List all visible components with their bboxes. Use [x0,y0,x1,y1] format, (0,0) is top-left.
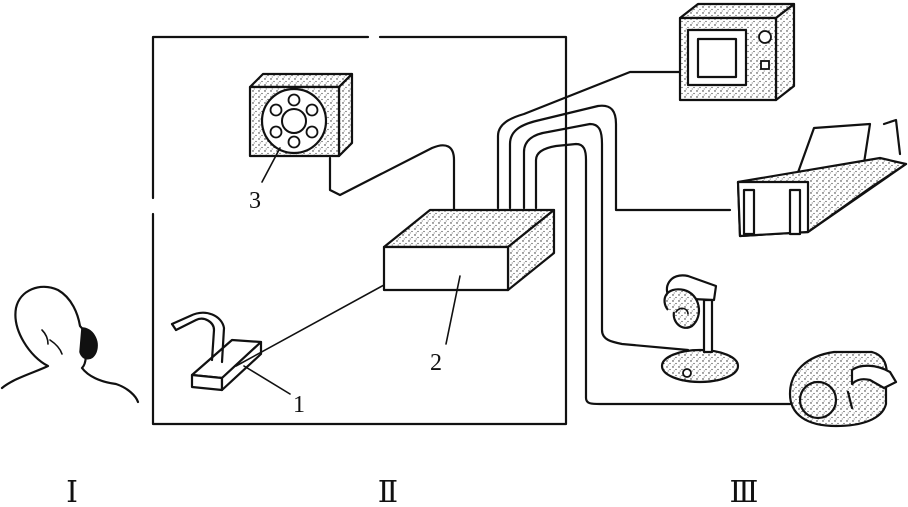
person-head-icon [0,285,140,404]
zone-1-label: Ⅰ [66,476,78,507]
tape-reel-icon [248,72,354,158]
monitor-icon [678,2,796,102]
desk-lamp-icon [660,274,740,384]
printer-icon [736,118,908,238]
label-part-2: 2 [430,350,442,376]
processing-box-icon [382,208,556,292]
reel-holes [269,93,319,149]
zone-2-label: Ⅱ [378,476,398,507]
label-part-3: 3 [249,188,261,214]
label-part-1: 1 [293,392,305,418]
microphone-icon [170,311,263,392]
zone-3-label: Ⅲ [730,476,759,507]
telephone-icon [788,350,898,428]
connection-wires [235,70,792,406]
zone-2-enclosure [151,35,568,426]
label-leaders [243,147,461,395]
